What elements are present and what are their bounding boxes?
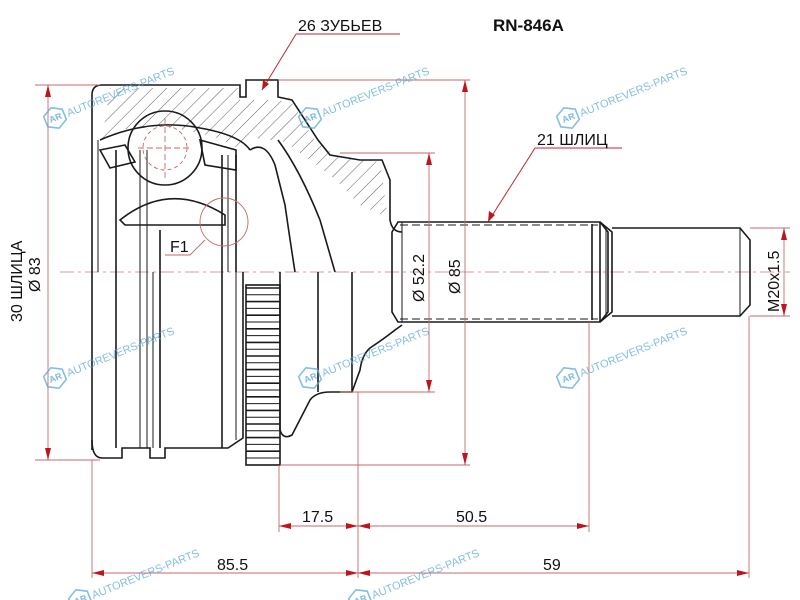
dim-59: 59 (543, 557, 561, 574)
watermark-text: AUTOREVERS-PARTS (320, 65, 431, 119)
watermark-logo-icon (347, 588, 373, 600)
watermark-logo-text: AR (303, 111, 319, 125)
inner-diameter-label: Ø 83 (27, 257, 44, 292)
abs-ring (245, 284, 281, 466)
housing-outline: F1 (91, 79, 403, 459)
watermark-logo-text: AR (48, 111, 64, 125)
abs-ring-body (245, 284, 281, 466)
ball (127, 110, 203, 186)
watermark-logo-text: AR (561, 371, 577, 385)
dim-17-5: 17.5 (302, 509, 333, 526)
watermark-logo-text: AR (48, 371, 64, 385)
shaft-stub (391, 221, 751, 323)
thread-label: M20x1.5 (766, 251, 783, 312)
watermark-text: AUTOREVERS-PARTS (578, 325, 689, 379)
watermark-logo-text: AR (73, 593, 89, 600)
outer-teeth-label: 26 ЗУБЬЕВ (298, 18, 382, 35)
watermark-logo-text: AR (561, 111, 577, 125)
dim-50-5: 50.5 (456, 509, 487, 526)
watermark-logo-text: AR (353, 593, 369, 600)
watermark-logo-icon (42, 366, 68, 390)
dim-85-5: 85.5 (217, 557, 248, 574)
shaft-splines-label: 21 ШЛИЦ (537, 132, 608, 149)
outer-diameter-label: Ø 85 (447, 259, 464, 294)
watermark-text: AUTOREVERS-PARTS (370, 547, 481, 600)
watermark-text: AUTOREVERS-PARTS (90, 547, 201, 600)
detail-f1-circle (199, 197, 249, 247)
detail-f1-label: F1 (170, 239, 189, 256)
watermark-text: AUTOREVERS-PARTS (320, 325, 431, 379)
dimension-lines (35, 33, 790, 578)
watermark-text: AUTOREVERS-PARTS (578, 65, 689, 119)
inner-splines-label: 30 ШЛИЦА (9, 240, 26, 322)
seal-diameter-label: Ø 52.2 (411, 254, 428, 302)
watermark-logo-icon (42, 106, 68, 130)
watermark-logo-text: AR (303, 371, 319, 385)
watermark-logo-icon (297, 106, 323, 130)
watermark-logo-icon (555, 106, 581, 130)
watermark-logo-icon (555, 366, 581, 390)
watermark-logo-icon (67, 588, 93, 600)
part-number: RN-846A (493, 16, 564, 35)
watermark-logo-icon (297, 366, 323, 390)
